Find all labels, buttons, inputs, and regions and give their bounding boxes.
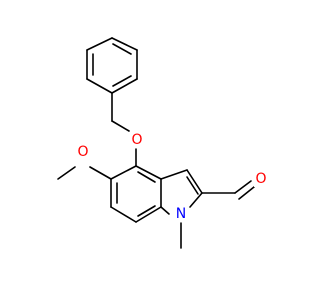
bond-pyrrole-1	[160, 169, 188, 180]
bond-phenyl-inner-1	[112, 43, 132, 55]
bond-indole-benzene-1	[110, 165, 137, 180]
bond-phenyl-inner-2	[112, 75, 132, 87]
indole-nitrogen-label: N	[176, 206, 186, 222]
bond-pyrrole-2	[186, 169, 203, 194]
bond-indole-benzene-inner-3	[137, 171, 156, 183]
bond-aldehyde-double-2	[238, 186, 255, 200]
molecule-structure-diagram: O O O N	[57, 37, 268, 249]
bond-phenyl-4	[86, 78, 113, 94]
bond-group	[57, 37, 255, 249]
bond-ring-methoxy-oxygen	[89, 166, 112, 180]
aldehyde-oxygen-label-background	[254, 171, 268, 187]
bond-indole-benzene-inner-2	[137, 205, 156, 217]
bond-phenyl-3	[111, 78, 138, 94]
aldehyde-oxygen-label: O	[255, 171, 266, 187]
atom-label-group: O O O N	[76, 132, 268, 222]
bond-aldehyde-double-1	[234, 180, 252, 194]
benzyloxy-oxygen-label-background	[130, 132, 144, 148]
bond-pyrrole-4	[160, 206, 170, 215]
methoxy-oxygen-label-background	[76, 144, 90, 160]
bond-pyrrole-3	[189, 192, 203, 208]
bond-phenyl-1	[111, 37, 138, 51]
bond-indole-benzene-3	[110, 206, 137, 223]
bond-pyrrole-inner	[186, 176, 199, 195]
bond-ch2-oxygen	[111, 120, 130, 132]
indole-nitrogen-label-background	[174, 206, 188, 222]
methoxy-oxygen-label: O	[77, 144, 88, 160]
bond-phenyl-6	[86, 37, 113, 51]
bond-indole-benzene-4	[135, 206, 162, 223]
benzyloxy-oxygen-label: O	[131, 132, 142, 148]
bond-methoxy-methyl	[57, 166, 76, 180]
bond-indole-benzene-6	[135, 165, 162, 180]
